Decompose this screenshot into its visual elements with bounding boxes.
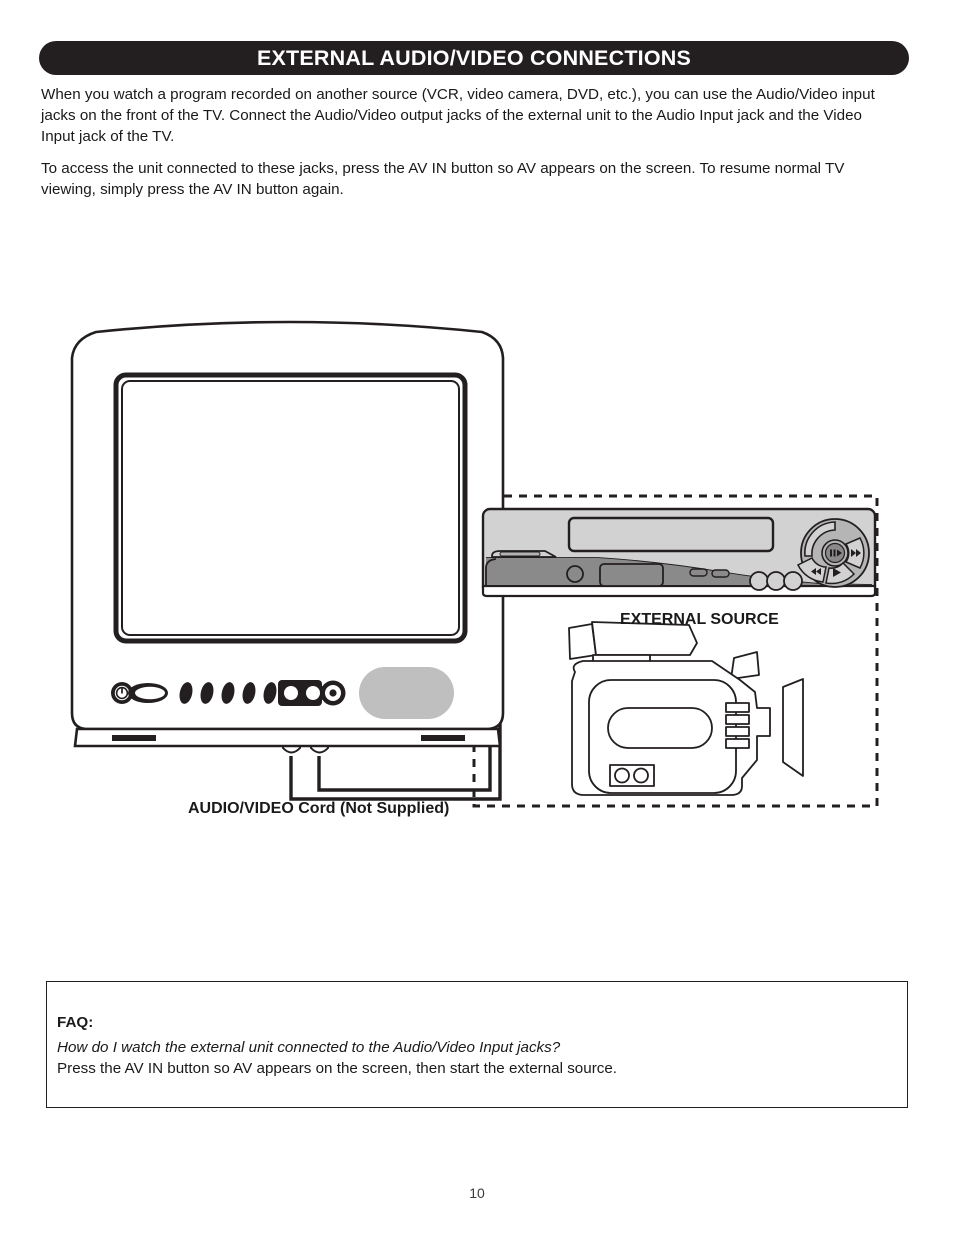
fast-forward-icon <box>851 549 861 557</box>
page-title: EXTERNAL AUDIO/VIDEO CONNECTIONS <box>256 45 692 70</box>
vcr-display <box>599 563 664 587</box>
tv-base <box>73 727 502 748</box>
faq-box: FAQ: How do I watch the external unit co… <box>46 981 908 1108</box>
camcorder-indicator-2 <box>633 767 649 784</box>
audio-video-cord <box>289 470 502 801</box>
fast-forward-button[interactable] <box>844 537 865 569</box>
camcorder-button-2[interactable] <box>725 714 750 725</box>
vcr-round-button-1[interactable] <box>749 571 769 591</box>
tv-input-jacks <box>278 680 346 706</box>
faq-heading: FAQ: <box>57 1014 94 1031</box>
control-hole-1[interactable] <box>178 681 195 705</box>
camcorder-viewfinder <box>730 651 760 680</box>
camcorder-lens <box>782 678 804 777</box>
faq-question: How do I watch the external unit connect… <box>57 1039 561 1056</box>
power-button[interactable] <box>111 682 168 704</box>
video-camcorder <box>568 621 804 796</box>
vcr-knob[interactable] <box>566 565 584 583</box>
tv-speaker-grille <box>359 667 454 719</box>
rewind-button[interactable] <box>796 556 827 583</box>
audio-video-cord-label: AUDIO/VIDEO Cord (Not Supplied) <box>188 800 450 817</box>
control-hole-2[interactable] <box>199 681 216 705</box>
audio-input-jack-left[interactable] <box>279 681 303 705</box>
cord-jack-leads <box>288 700 322 728</box>
faq-answer: Press the AV IN button so AV appears on … <box>57 1060 618 1077</box>
camcorder-button-1[interactable] <box>725 702 750 713</box>
tv-foot-right <box>421 735 465 741</box>
intro-paragraph-1: When you watch a program recorded on ano… <box>41 86 875 145</box>
vcr-transport-control-pad[interactable] <box>796 518 870 588</box>
play-button[interactable] <box>825 561 856 585</box>
vcr-lower-panel <box>486 558 872 585</box>
vcr-eject-lip[interactable] <box>491 550 557 558</box>
vcr-pill-button-2[interactable] <box>711 569 730 578</box>
camcorder-grip-slot <box>607 707 713 749</box>
camcorder-top-plate <box>592 654 651 663</box>
camcorder-inner-panel <box>588 679 737 794</box>
television-set <box>70 320 505 748</box>
control-hole-3[interactable] <box>220 681 237 705</box>
rca-plug-left <box>282 725 301 754</box>
tv-screen <box>126 385 455 631</box>
audio-input-jack-right[interactable] <box>301 681 325 705</box>
rca-plug-right <box>310 725 329 754</box>
control-hole-4[interactable] <box>241 681 258 705</box>
vcr-round-button-2[interactable] <box>766 571 786 591</box>
tv-foot-left <box>112 735 156 741</box>
vcr-cassette-slot <box>567 516 775 553</box>
vcr-deck <box>481 507 877 598</box>
vcr-round-button-3[interactable] <box>783 571 803 591</box>
tv-screen-bezel-inner <box>121 380 460 636</box>
vcr-pill-button-1[interactable] <box>689 568 708 577</box>
faq-content: FAQ: How do I watch the external unit co… <box>57 1014 897 1079</box>
external-source-dashed-boundary <box>472 494 879 808</box>
camcorder-button-strip <box>725 702 750 749</box>
tv-screen-bezel-outer <box>113 372 468 644</box>
camcorder-indicator-box <box>609 764 655 787</box>
camcorder-button-4[interactable] <box>725 738 750 749</box>
camcorder-body <box>571 660 771 796</box>
tv-control-holes <box>178 681 279 705</box>
intro-paragraph-2: To access the unit connected to these ja… <box>41 160 845 198</box>
control-hole-5[interactable] <box>262 681 279 705</box>
play-pause-icon <box>830 549 842 557</box>
external-source-label: EXTERNAL SOURCE <box>620 611 779 628</box>
page-header-banner: EXTERNAL AUDIO/VIDEO CONNECTIONS <box>39 41 909 75</box>
video-input-jack[interactable] <box>320 680 346 706</box>
page-number: 10 <box>469 1185 485 1201</box>
tv-cabinet <box>70 320 505 731</box>
camcorder-top-handle <box>568 623 597 660</box>
camcorder-button-3[interactable] <box>725 726 750 737</box>
play-icon <box>833 568 841 577</box>
rewind-icon <box>811 568 821 575</box>
camcorder-indicator-1 <box>614 767 630 784</box>
